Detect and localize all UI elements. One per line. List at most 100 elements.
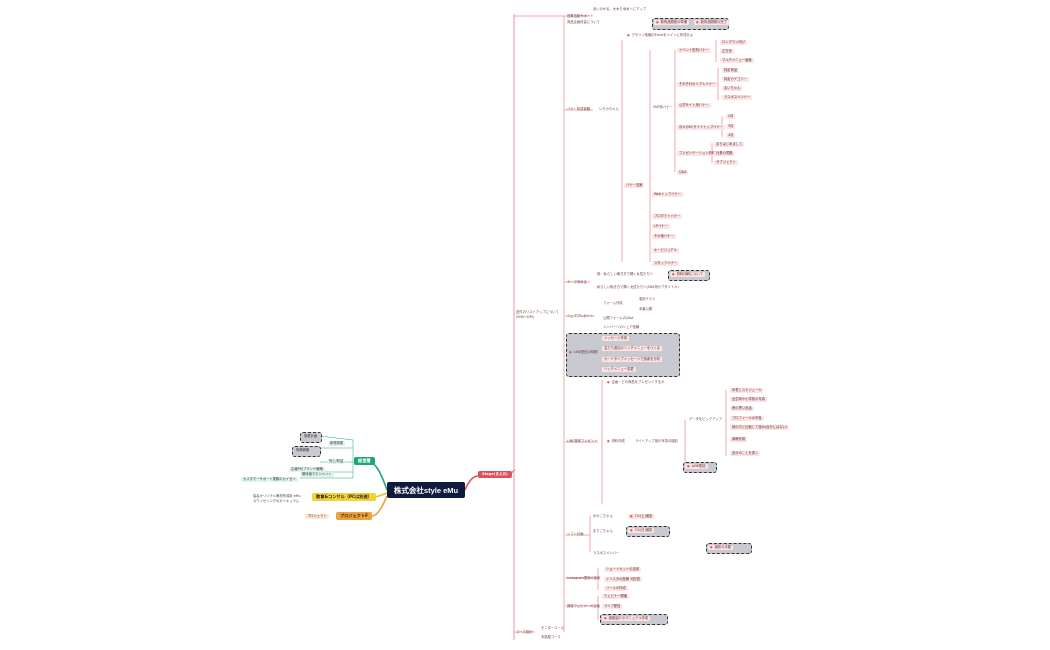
banner-bad-2[interactable]: プロダクトバナー xyxy=(652,214,683,219)
linepresent-sub[interactable]: 資料作成 xyxy=(606,439,626,444)
linepresent-prepare[interactable]: データをピックアップ xyxy=(689,417,722,421)
top2-child-1[interactable]: 新商品開発の準備 xyxy=(654,20,689,25)
management-node[interactable]: 経営層 xyxy=(354,457,375,465)
lp-item-6[interactable]: 原稿作成 xyxy=(730,437,748,442)
shoot-box-2[interactable]: 7/2(日)撮影 xyxy=(628,528,655,533)
banner-g5-item-3[interactable]: 4月 xyxy=(726,133,736,138)
insta-item-2[interactable]: インスタの投稿 3回/週 xyxy=(604,577,642,582)
banner-first[interactable]: デザイン依頼のExcelをメインに作成せよ xyxy=(626,33,694,38)
top1-child-1[interactable]: あいのかる、大木ちゃん xyxy=(593,7,630,11)
central-topic[interactable]: 株式会社style eMu xyxy=(387,482,465,498)
banner-group-5[interactable]: 月々のECサイトトップバナー xyxy=(677,125,725,130)
project-child[interactable]: プロジェクト xyxy=(305,514,329,519)
top1-child-2[interactable]: ライトにアップ xyxy=(623,7,647,11)
line-item-1[interactable]: メッセージ作成 xyxy=(602,336,630,341)
lp-item-4[interactable]: プロフィールの写真 xyxy=(730,416,764,421)
banner-g1-item-2[interactable]: 正方形 xyxy=(720,49,734,54)
share-sub-2[interactable]: 本番公開 xyxy=(639,307,653,311)
top2-child-2[interactable]: 新商品開発の完了 xyxy=(694,20,729,25)
course-node[interactable]: コース設計 xyxy=(516,630,533,634)
linepresent-node[interactable]: LINE登録プレゼント xyxy=(567,439,598,443)
education-node[interactable]: 教育&コンサル（PCは別途） xyxy=(312,493,376,501)
theme-box-item[interactable]: 資料印刷について xyxy=(670,272,705,277)
theme-node[interactable]: テーマ決める xyxy=(567,280,587,284)
dm-node[interactable]: 送付のリストアップについて (SNS～DM) xyxy=(516,310,559,319)
banner-bad-3[interactable]: LPバナー xyxy=(652,224,670,229)
banner-g5-item-1[interactable]: 2月 xyxy=(726,114,736,119)
banner-group-6[interactable]: プレゼンテーション資料 xyxy=(677,151,718,156)
lp-item-1[interactable]: 年表とスケジュール xyxy=(730,388,764,393)
seminar-item-2[interactable]: ライブ配信 xyxy=(602,604,623,609)
zaimu-item[interactable]: 財務戦略 xyxy=(296,448,310,452)
top1-node[interactable]: 営業活動サポート xyxy=(567,14,594,18)
insta-item-3[interactable]: リールの作成 xyxy=(604,586,628,591)
banner-g6-item-2[interactable]: 社長の書籍 xyxy=(714,151,735,156)
banner-group-2[interactable]: それぞれのリアルバナー xyxy=(677,82,718,87)
shoot-box-1[interactable]: 7/1(土)撮影 xyxy=(628,514,655,519)
seminar-box-item[interactable]: 講座紹介のマニュアル作成 xyxy=(602,616,651,621)
jigyou-item[interactable]: 事業計画 xyxy=(304,434,318,438)
banner-g2-item-3[interactable]: まいちゃん xyxy=(722,86,743,91)
linepresent-sub2[interactable]: ライトアップ用の写真の撮影 xyxy=(635,439,678,443)
banner-g2-item-4[interactable]: ラスボスメンバー xyxy=(722,95,753,100)
insta-item-1[interactable]: ショートカットの活用 xyxy=(604,567,641,572)
member-1[interactable]: ゆかこちゃん xyxy=(593,514,613,518)
lp-box-item[interactable]: LINE配信 xyxy=(685,464,708,469)
banner-bad-6[interactable]: スタッフバナー xyxy=(652,261,680,266)
banner-group-4[interactable]: 公式サイト用バナー xyxy=(677,103,711,108)
linepresent-first[interactable]: 企画・どの商品をプレゼントするか xyxy=(606,380,665,385)
line-item-4[interactable]: リッチメニュー変更 xyxy=(602,367,636,372)
stage-node[interactable]: Stage(まえお) xyxy=(478,471,512,478)
line-node[interactable]: LINE配信の時期 xyxy=(568,350,598,355)
seminar-item-1[interactable]: ウェビナー開催 xyxy=(602,594,630,599)
insta-node[interactable]: Instagram運用の強化 xyxy=(567,576,601,580)
seminar-node[interactable]: 講座ウェビナーの企画 xyxy=(567,604,600,608)
banner-g6-item-3[interactable]: サブジェクト xyxy=(714,160,738,165)
lp-item-5[interactable]: 他の方と比較して強み(自分にはない) xyxy=(730,425,790,430)
member-3[interactable]: ラスボスメンバー xyxy=(593,551,620,555)
banner-group-7[interactable]: Q&A xyxy=(677,170,689,175)
share-item-1[interactable]: フォーム作成 xyxy=(603,301,623,305)
banner-node[interactable]: バナー作成依頼 xyxy=(567,107,591,111)
jigyou-box xyxy=(300,432,322,443)
banner-sub[interactable]: レモカちゃん xyxy=(599,107,619,111)
banner-g2-item-2[interactable]: 特定カテゴリー xyxy=(722,77,750,82)
banner-g1-item-3[interactable]: マルチメニュー画像 xyxy=(720,58,754,63)
uriage-item[interactable]: 売上/利益 xyxy=(327,459,346,464)
banner-bad[interactable]: バナー没案 xyxy=(624,183,645,188)
line-item-3[interactable]: カードタイプメッセージで読者を分析 xyxy=(602,357,662,362)
course-item-1[interactable]: モニターコース xyxy=(541,626,564,630)
project-node[interactable]: プロジェクトF xyxy=(336,512,372,520)
kitai-item[interactable]: 期待値マネジメント xyxy=(300,472,334,477)
line-item-2[interactable]: 友だち追加のリッチメニューをつくる xyxy=(602,346,662,351)
customer-item[interactable]: カスタマーサポート業務のカイゼン xyxy=(241,477,298,482)
education-note-1: 協会オリジナル教材作成用 eMu xyxy=(253,494,301,498)
share-sub-1[interactable]: 事前テスト xyxy=(639,297,656,301)
share-item-2[interactable]: 公開フォームのQ&A xyxy=(603,316,634,320)
top2-node[interactable]: 商品企画改善について xyxy=(567,20,600,24)
shoot-box-3[interactable]: 撮影の手配 xyxy=(708,545,734,550)
share-node[interactable]: シェアプレゼント xyxy=(567,314,594,318)
share-item-3[interactable]: メンバーへのシェア依頼 xyxy=(603,325,640,329)
banner-g5-item-2[interactable]: 3月 xyxy=(726,124,736,129)
banner-g6-item-1[interactable]: まちはじめまして xyxy=(714,142,745,147)
theme-item-1[interactable]: 例：私らしい働き方で輝く女性たちへ xyxy=(597,272,654,276)
lp-item-3[interactable]: 昔の思い出話 xyxy=(730,406,754,411)
banner-group-3[interactable]: SNS系バナー xyxy=(653,105,673,109)
banner-g1-item-1[interactable]: ロングラン向け xyxy=(720,40,748,45)
banner-bad-5[interactable]: キービジュアル xyxy=(652,248,679,253)
banner-group-1[interactable]: イベント告知バナー xyxy=(677,48,711,53)
theme-item-2[interactable]: 私らしい働き方で輝く女性たちへ(SNS用サブタイトル) xyxy=(597,285,679,289)
banner-bad-1[interactable]: Webトップバナー xyxy=(652,192,683,197)
lp-item-7[interactable]: 自分のことを書く xyxy=(730,451,761,456)
kouhou-item[interactable]: 広報PR/ブランド戦略 xyxy=(289,467,325,472)
shooting-node[interactable]: シフト計画 xyxy=(567,532,584,536)
shinki-item[interactable]: 新規事業 xyxy=(328,441,346,446)
banner-bad-4[interactable]: その他バナー xyxy=(652,234,676,239)
banner-g2-item-1[interactable]: 特定商品 xyxy=(722,68,740,73)
lp-item-2[interactable]: 出生時や小学校の写真 xyxy=(730,397,767,402)
course-item-2[interactable]: 本講座コース xyxy=(541,635,561,639)
member-2[interactable]: まりこちゃん xyxy=(593,529,613,533)
